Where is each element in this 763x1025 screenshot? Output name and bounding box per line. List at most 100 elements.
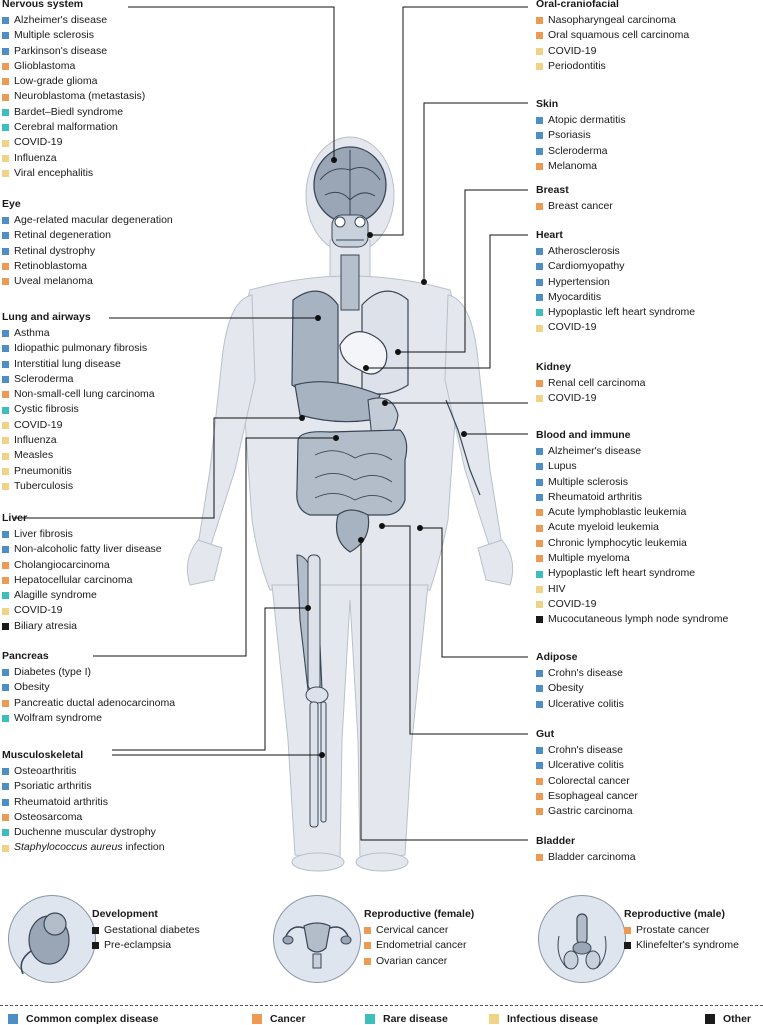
category-swatch-infectious [536, 585, 543, 593]
panel-title: Liver [2, 512, 28, 524]
disease-label: Liver fibrosis [14, 528, 73, 540]
disease-item: Gastric carcinoma [536, 804, 638, 819]
category-swatch-common [2, 669, 9, 677]
legend-label-common: Common complex disease [26, 1013, 159, 1025]
disease-label: Bladder carcinoma [548, 851, 636, 863]
disease-item: Ulcerative colitis [536, 758, 638, 773]
disease-item: Nasopharyngeal carcinoma [536, 13, 689, 28]
category-swatch-cancer [536, 808, 543, 816]
disease-item: Bladder carcinoma [536, 850, 636, 865]
category-swatch-cancer [2, 63, 9, 71]
disease-item: Retinal degeneration [2, 228, 173, 243]
disease-item: COVID-19 [536, 44, 689, 59]
disease-item: Idiopathic pulmonary fibrosis [2, 341, 155, 356]
disease-item: Obesity [536, 681, 624, 696]
intestines [296, 429, 408, 516]
panel-title: Breast [536, 184, 569, 196]
male-reproductive-icon [557, 913, 607, 970]
disease-label: Alzheimer's disease [14, 14, 108, 26]
category-swatch-cancer [536, 203, 543, 211]
disease-item: Acute myeloid leukemia [536, 520, 728, 535]
disease-item: Interstitial lung disease [2, 357, 155, 372]
disease-label: Periodontitis [548, 59, 606, 72]
legend-divider [0, 1005, 763, 1006]
category-swatch-common [2, 546, 9, 554]
left-lung [291, 290, 339, 395]
category-swatch-rare [2, 406, 9, 414]
legend-swatch-cancer [252, 1014, 262, 1024]
category-swatch-infectious [536, 601, 543, 609]
disease-item: Non-small-cell lung carcinoma [2, 387, 155, 402]
disease-item: Retinoblastoma [2, 259, 173, 274]
category-swatch-common [2, 376, 9, 384]
disease-item: Neuroblastoma (metastasis) [2, 89, 145, 104]
leg-bones [305, 554, 329, 828]
category-swatch-common [2, 345, 9, 353]
disease-label: Non-alcoholic fatty liver disease [14, 543, 162, 556]
disease-item: COVID-19 [2, 418, 155, 433]
panel-title: Kidney [536, 361, 572, 373]
category-swatch-common [2, 17, 9, 25]
category-swatch-common [2, 32, 9, 40]
leader-dots [299, 157, 467, 758]
disease-item: Cystic fibrosis [2, 402, 155, 417]
panel-title: Oral-craniofacial [536, 0, 619, 10]
disease-label: Esophageal cancer [548, 789, 638, 802]
disease-item: Cholangiocarcinoma [2, 558, 162, 573]
disease-item: Bardet–Biedl syndrome [2, 105, 145, 120]
category-swatch-other [624, 942, 631, 950]
disease-label: Melanoma [548, 159, 598, 172]
disease-label: Neuroblastoma (metastasis) [14, 90, 146, 103]
disease-item: Pre-eclampsia [92, 938, 200, 953]
disease-label: Osteosarcoma [14, 810, 83, 823]
uterus-illustration-circle [273, 895, 361, 983]
disease-label: Bardet–Biedl syndrome [14, 105, 124, 118]
category-swatch-rare [2, 124, 9, 132]
disease-item: Klinefelter's syndrome [624, 938, 739, 953]
disease-label: Low-grade glioma [14, 75, 98, 88]
disease-label: Hypertension [548, 275, 610, 288]
disease-label: Age-related macular degeneration [14, 214, 173, 226]
category-swatch-infectious [536, 324, 543, 332]
disease-label: Cystic fibrosis [14, 403, 79, 416]
category-swatch-infectious [2, 154, 9, 162]
disease-item: Ovarian cancer [364, 954, 474, 969]
disease-label: Glioblastoma [14, 59, 76, 72]
disease-item: Multiple myeloma [536, 551, 728, 566]
disease-item: Acute lymphoblastic leukemia [536, 505, 728, 520]
disease-label: Viral encephalitis [14, 166, 94, 179]
disease-item: Pancreatic ductal adenocarcinoma [2, 696, 175, 711]
disease-label: Hypoplastic left heart syndrome [548, 306, 696, 319]
disease-label: Psoriasis [548, 129, 591, 142]
category-swatch-infectious [2, 452, 9, 460]
disease-item: Esophageal cancer [536, 789, 638, 804]
disease-label: Renal cell carcinoma [548, 377, 646, 389]
legend-label-infectious: Infectious disease [507, 1013, 599, 1025]
disease-label: Alagille syndrome [14, 589, 97, 602]
disease-item: Asthma [2, 326, 155, 341]
legend-label-rare: Rare disease [383, 1013, 448, 1025]
disease-label: Non-small-cell lung carcinoma [14, 388, 155, 401]
disease-item: Liver fibrosis [2, 527, 162, 542]
disease-label: Influenza [14, 434, 57, 447]
category-swatch-rare [2, 715, 9, 723]
disease-label: Crohn's disease [548, 744, 623, 756]
uterus-icon [282, 922, 352, 969]
disease-item: Chronic lymphocytic leukemia [536, 536, 728, 551]
category-swatch-other [92, 927, 99, 935]
disease-item: Hypoplastic left heart syndrome [536, 566, 728, 581]
disease-item: COVID-19 [536, 320, 695, 335]
disease-label: Acute myeloid leukemia [548, 521, 659, 534]
category-swatch-common [536, 263, 543, 271]
disease-item: Prostate cancer [624, 923, 739, 938]
